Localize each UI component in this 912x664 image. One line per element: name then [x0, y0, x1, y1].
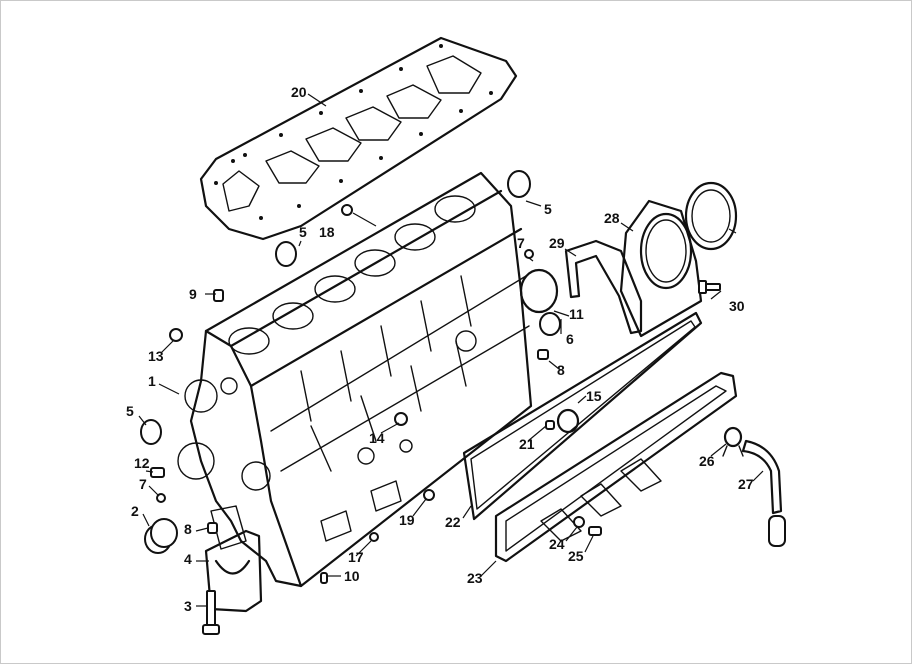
callout-11: 11: [569, 306, 584, 322]
bracket-28: [564, 239, 643, 335]
callout-26: 27: [738, 476, 754, 492]
leader-lines: [138, 93, 764, 607]
plug-16: [369, 532, 379, 542]
expansion-plug-top: [507, 170, 531, 198]
rear-seal-30: [684, 181, 738, 251]
callout-3: 3: [184, 598, 192, 614]
expansion-plug-head: [275, 241, 297, 267]
plug-10: [320, 572, 328, 584]
callout-16: 17: [348, 549, 364, 565]
sleeve-9: [213, 289, 224, 302]
side-cover-gasket: [519, 268, 559, 314]
plug-14: [394, 412, 408, 426]
bolt-3: [202, 590, 220, 635]
callout-25: 26: [699, 453, 715, 469]
bolt-24: [588, 526, 602, 536]
callout-10: 10: [344, 568, 360, 584]
expansion-plug-side: [539, 312, 561, 336]
callout-8-side: 8: [557, 362, 565, 378]
callout-21: 22: [445, 514, 461, 530]
rear-cover-27: [619, 199, 703, 338]
side-gasket-21: [462, 311, 703, 521]
plug-18: [341, 204, 353, 216]
clamp-25: [722, 426, 744, 457]
cylinder-block: [177, 171, 533, 588]
callout-22: 23: [467, 570, 483, 586]
side-cover-22: [494, 371, 738, 563]
dowel-pin-8a: [537, 349, 549, 360]
callout-5-head: 5: [299, 224, 307, 240]
callout-14: 14: [369, 430, 385, 446]
plug-12: [150, 467, 165, 478]
callout-7-top: 7: [517, 235, 525, 251]
callout-23: 24: [549, 536, 565, 552]
callout-18: 18: [319, 224, 335, 240]
callout-8-front: 8: [184, 521, 192, 537]
callout-6: 6: [566, 331, 574, 347]
callout-17: 19: [399, 512, 415, 528]
plug-17: [423, 489, 435, 501]
plug-19: [545, 420, 555, 430]
callout-28: 29: [549, 235, 565, 251]
breather-hose: [741, 439, 783, 515]
callout-20: 20: [291, 84, 307, 100]
callout-5-front: 5: [126, 403, 134, 419]
callout-labels: 20 5 5 18 9 13 1 5 12 7 2 8 4 3 10 17 14…: [126, 84, 754, 614]
dowel-pin-8b: [207, 522, 218, 534]
callout-5-top: 5: [544, 201, 552, 217]
callout-7-front: 7: [139, 476, 147, 492]
callout-24: 25: [568, 548, 584, 564]
callout-4: 4: [184, 551, 192, 567]
callout-13: 13: [148, 348, 164, 364]
head-gasket: [199, 36, 518, 241]
callout-1: 1: [148, 373, 156, 389]
callout-27: 28: [604, 210, 620, 226]
bushing-2: [144, 518, 178, 554]
o-ring-7a: [524, 249, 534, 259]
washer-23: [573, 516, 585, 528]
expansion-plug-front: [140, 419, 162, 445]
plug-13: [169, 328, 183, 342]
callout-15: 15: [586, 388, 602, 404]
seal-15: [556, 408, 580, 434]
callout-2: 2: [131, 503, 139, 519]
callout-12: 12: [134, 455, 150, 471]
bolt-29: [698, 280, 721, 294]
callout-19: 21: [519, 436, 535, 452]
hose-end: [768, 515, 786, 547]
callout-29: 30: [729, 298, 745, 314]
callout-9: 9: [189, 286, 197, 302]
